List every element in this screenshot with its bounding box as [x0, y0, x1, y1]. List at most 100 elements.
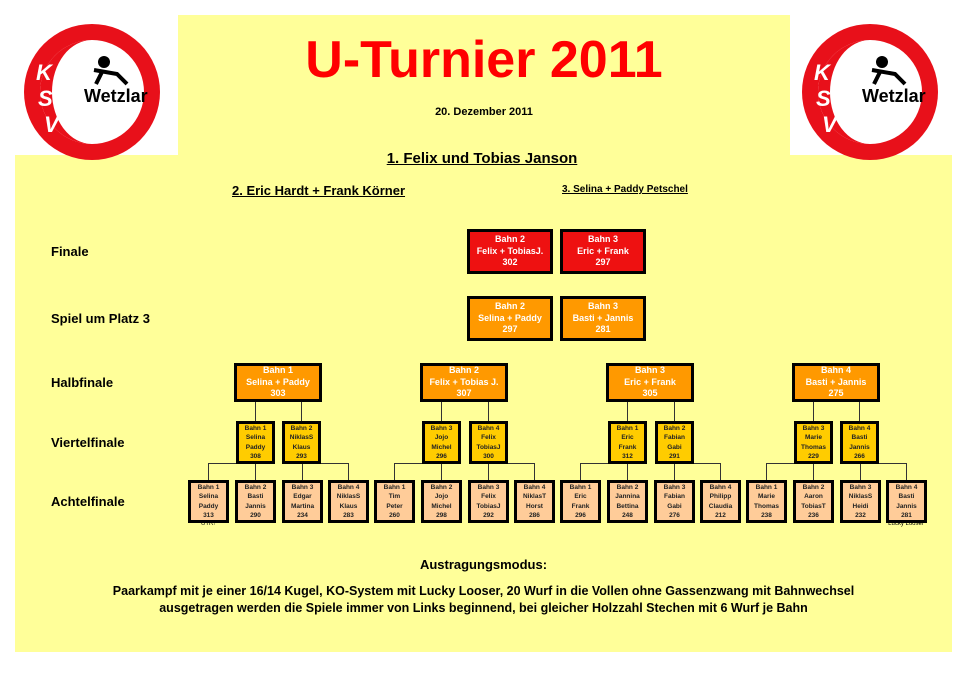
- match-p1: Eric: [574, 493, 587, 501]
- match-p2: TobiasJ: [476, 443, 501, 451]
- match-p2: TobiasJ: [476, 502, 501, 510]
- match-p2: Jannis: [245, 502, 266, 510]
- bracket-connector: [878, 463, 906, 464]
- ksv-logo-left: K S V Wetzlar: [24, 24, 160, 160]
- match-p1: Jannina: [615, 493, 640, 501]
- bracket-connector: [208, 463, 209, 480]
- match-lane: Bahn 4: [477, 424, 500, 432]
- match-team: Basti + Jannis: [572, 312, 634, 323]
- match-p2: Jannis: [849, 443, 870, 451]
- bracket-connector: [580, 463, 581, 480]
- match-p1: Basti: [898, 493, 915, 501]
- bracket-connector: [507, 463, 534, 464]
- match-score: 275: [828, 388, 844, 399]
- match-lane: Bahn 2: [494, 233, 525, 244]
- match-p1: Jojo: [434, 434, 449, 442]
- match-p2: Heidi: [852, 502, 869, 510]
- match-score: 300: [483, 452, 494, 460]
- bracket-connector: [813, 463, 814, 480]
- match-lane: Bahn 4: [337, 483, 360, 491]
- note-utr: UTR!: [201, 521, 215, 527]
- match-p1: Felix: [481, 493, 496, 501]
- match-team: Eric + Frank: [624, 376, 676, 387]
- match-team: Felix + Tobias J.: [429, 376, 499, 387]
- match-p1: Marie: [758, 493, 775, 501]
- match-score: 248: [622, 511, 633, 519]
- match-score: 307: [456, 388, 472, 399]
- ksv-logo-right: K S V Wetzlar: [802, 24, 938, 160]
- bracket-connector: [674, 463, 675, 480]
- match-score: 297: [595, 257, 611, 268]
- match-p2: Klaus: [292, 443, 311, 451]
- match-score: 281: [595, 324, 611, 335]
- match-p2: Bettina: [616, 502, 639, 510]
- match-lane: Bahn 3: [634, 364, 665, 375]
- match-p2: Paddy: [245, 443, 266, 451]
- match-lane: Bahn 3: [663, 483, 686, 491]
- match-team: Selina + Paddy: [246, 376, 310, 387]
- match-team: Basti + Jannis: [805, 376, 867, 387]
- match-score: 313: [203, 511, 214, 519]
- match-score: 291: [669, 452, 680, 460]
- match-p1: Selina: [198, 493, 219, 501]
- match-lane: Bahn 4: [820, 364, 851, 375]
- bracket-connector: [906, 463, 907, 480]
- bracket-connector: [441, 463, 442, 480]
- match-lane: Bahn 4: [895, 483, 918, 491]
- match-p2: Paddy: [198, 502, 219, 510]
- bracket-connector: [859, 401, 860, 421]
- modus-title: Austragungsmodus:: [419, 557, 548, 572]
- match-lane: Bahn 3: [587, 300, 618, 311]
- match-p1: NiklasT: [522, 493, 547, 501]
- note-lucky-looser: Lucky Looser: [888, 521, 924, 527]
- match-score: 296: [436, 452, 447, 460]
- bracket-connector: [766, 463, 794, 464]
- match-p1: Felix: [481, 434, 496, 442]
- match-p1: Philipp: [709, 493, 732, 501]
- bracket-connector: [488, 463, 489, 480]
- bracket-connector: [766, 463, 767, 480]
- svg-text:S: S: [816, 86, 831, 111]
- match-score: 297: [502, 324, 518, 335]
- match-lane: Bahn 2: [616, 483, 639, 491]
- match-lane: Bahn 1: [262, 364, 293, 375]
- match-p1: NiklasS: [289, 434, 314, 442]
- bracket-connector: [674, 401, 675, 421]
- match-lane: Bahn 4: [848, 424, 871, 432]
- match-p1: Edgar: [293, 493, 312, 501]
- match-p2: Claudia: [708, 502, 733, 510]
- round-label-platz3: Spiel um Platz 3: [51, 311, 150, 326]
- match-score: 266: [854, 452, 865, 460]
- match-team: Selina + Paddy: [478, 312, 542, 323]
- bracket-connector: [580, 463, 608, 464]
- svg-text:K: K: [814, 60, 832, 85]
- svg-text:K: K: [36, 60, 54, 85]
- match-p1: Fabian: [664, 434, 685, 442]
- match-lane: Bahn 2: [663, 424, 686, 432]
- match-p2: Jannis: [896, 502, 917, 510]
- match-score: 276: [669, 511, 680, 519]
- match-lane: Bahn 1: [383, 483, 406, 491]
- round-label-viertelfinale: Viertelfinale: [51, 435, 125, 450]
- event-date: 20. Dezember 2011: [435, 106, 533, 118]
- match-p2: TobiasT: [801, 502, 826, 510]
- round-label-halbfinale: Halbfinale: [51, 375, 114, 390]
- bracket-connector: [348, 463, 349, 480]
- match-p2: Frank: [618, 443, 637, 451]
